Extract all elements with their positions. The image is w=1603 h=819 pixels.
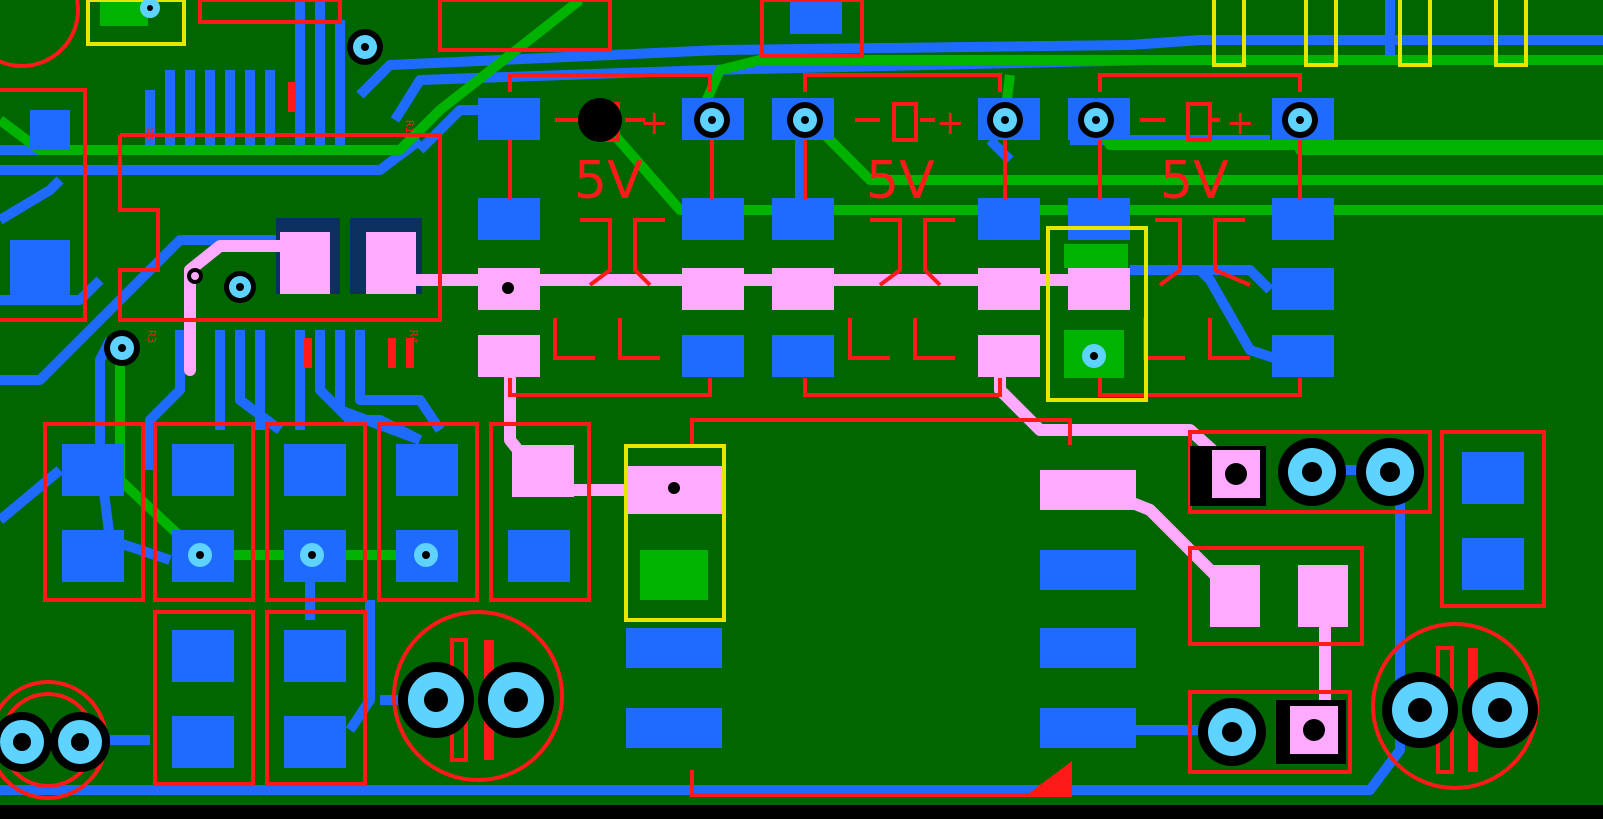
silkscreen-outlines: [0, 0, 1546, 800]
rail-label-1: 5V: [574, 151, 643, 211]
vias: [104, 0, 1318, 567]
plus-sign-1: +: [640, 103, 669, 143]
ic-silk-marks: [288, 82, 414, 368]
plus-sign-2: +: [936, 103, 965, 143]
refdes-r3: R3: [145, 330, 158, 343]
through-hole-pads: [0, 438, 1538, 772]
refdes-r2: R2: [142, 128, 155, 141]
highlighted-net: [184, 232, 1348, 755]
board-edge-bottom: [0, 805, 1603, 819]
highlight-outlines: [86, 0, 1528, 622]
rail-label-3: 5V: [1160, 151, 1229, 211]
refdes-r1: R1: [403, 120, 416, 133]
top-copper-pads: [100, 0, 1128, 600]
refdes-r4: R4: [407, 330, 420, 344]
ic-pad-selected-2: [366, 232, 416, 294]
bottom-copper-pads: [10, 0, 1524, 768]
rail-label-2: 5V: [866, 151, 935, 211]
pin1-marker: [1024, 761, 1072, 797]
plus-sign-3: +: [1226, 103, 1255, 143]
ic-pad-selected-1: [280, 232, 330, 294]
